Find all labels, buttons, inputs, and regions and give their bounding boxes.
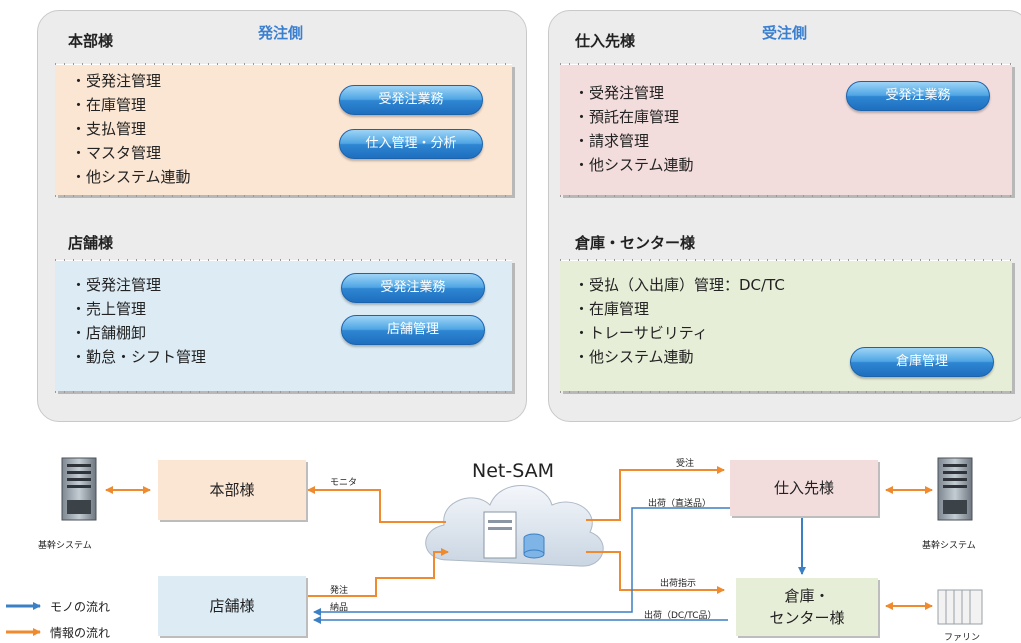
ship-direct-label: 出荷（直送品） <box>648 499 712 509</box>
store-item: ・勤怠・シフト管理 <box>71 348 207 366</box>
receive-order-label: 受注 <box>676 459 695 469</box>
warehouse-item: ・在庫管理 <box>574 300 650 318</box>
supplier-order-button[interactable]: 受発注業務 <box>846 81 990 111</box>
core-server-right-icon <box>937 457 973 521</box>
net-sam-label: Net-SAM <box>472 460 555 482</box>
warehouse-item-list: ・受払（入出庫）管理：DC/TC ・在庫管理 ・トレーサビリティ ・他システム連… <box>574 273 785 369</box>
flow-node-warehouse-label-1: 倉庫・ <box>784 587 830 605</box>
order-side-label: 発注側 <box>258 24 304 42</box>
supplier-box: ・受発注管理 ・預託在庫管理 ・請求管理 ・他システム連動 受発注業務 <box>560 63 1012 197</box>
warehouse-title: 倉庫・センター様 <box>575 234 696 252</box>
core-system-left-label: 基幹システム <box>38 541 92 551</box>
supplier-item: ・請求管理 <box>574 132 650 150</box>
hq-box: ・受発注管理 ・在庫管理 ・支払管理 ・マスタ管理 ・他システム連動 受発注業務… <box>55 63 512 197</box>
warehouse-item: ・受払（入出庫）管理：DC/TC <box>574 276 785 294</box>
store-item: ・売上管理 <box>71 300 147 318</box>
legend-goods-label: モノの流れ <box>50 600 111 614</box>
supplier-item-list: ・受発注管理 ・預託在庫管理 ・請求管理 ・他システム連動 <box>574 81 694 177</box>
store-title: 店舗様 <box>68 234 114 252</box>
net-sam-cloud-icon <box>425 485 604 567</box>
receive-order-arrow <box>586 466 725 521</box>
monitor-label: モニタ <box>330 478 358 488</box>
core-server-left-icon <box>61 457 97 521</box>
store-item-list: ・受発注管理 ・売上管理 ・店舗棚卸 ・勤怠・シフト管理 <box>71 273 206 369</box>
flow-node-hq-label: 本部様 <box>209 481 255 499</box>
partial-device-label: ファリン <box>944 633 981 643</box>
store-management-button[interactable]: 店舗管理 <box>341 315 485 345</box>
ship-direct-arrow <box>313 507 730 616</box>
hq-item: ・他システム連動 <box>71 168 191 186</box>
store-box: ・受発注管理 ・売上管理 ・店舗棚卸 ・勤怠・シフト管理 受発注業務 店舗管理 <box>55 259 512 393</box>
supplier-title: 仕入先様 <box>575 32 636 50</box>
hq-item: ・受発注管理 <box>71 72 162 90</box>
flow-node-warehouse-label-2: センター様 <box>769 609 845 627</box>
hq-item: ・支払管理 <box>71 120 147 138</box>
store-item: ・店舗棚卸 <box>71 324 147 342</box>
warehouse-box: ・受払（入出庫）管理：DC/TC ・在庫管理 ・トレーサビリティ ・他システム連… <box>560 259 1012 393</box>
hq-order-button[interactable]: 受発注業務 <box>339 85 483 115</box>
ship-dctc-label: 出荷（DC/TC品） <box>644 611 717 621</box>
hq-item: ・マスタ管理 <box>71 144 162 162</box>
flow-node-warehouse: 倉庫・ センター様 <box>736 578 878 636</box>
supplier-item: ・他システム連動 <box>574 156 694 174</box>
storage-rack-icon <box>937 589 983 625</box>
flow-node-supplier: 仕入先様 <box>730 460 878 516</box>
warehouse-item: ・トレーサビリティ <box>574 324 708 342</box>
core-system-right-label: 基幹システム <box>922 541 976 551</box>
flow-node-hq: 本部様 <box>158 460 306 520</box>
legend-info-label: 情報の流れ <box>50 626 111 640</box>
store-item: ・受発注管理 <box>71 276 162 294</box>
flow-node-supplier-label: 仕入先様 <box>773 479 834 497</box>
store-order-arrow <box>308 548 449 597</box>
hq-item-list: ・受発注管理 ・在庫管理 ・支払管理 ・マスタ管理 ・他システム連動 <box>71 69 191 189</box>
supplier-item: ・預託在庫管理 <box>574 108 680 126</box>
warehouse-management-button[interactable]: 倉庫管理 <box>850 347 994 377</box>
supplier-item: ・受発注管理 <box>574 84 665 102</box>
flow-node-store-label: 店舗様 <box>209 597 255 615</box>
monitor-arrow <box>307 486 446 523</box>
hq-purchase-analysis-button[interactable]: 仕入管理・分析 <box>339 129 483 159</box>
flow-node-store: 店舗様 <box>158 576 306 636</box>
receive-side-label: 受注側 <box>762 24 808 42</box>
hq-item: ・在庫管理 <box>71 96 147 114</box>
ship-instruction-arrow <box>586 551 725 594</box>
store-order-button[interactable]: 受発注業務 <box>341 273 485 303</box>
order-label: 発注 <box>330 586 349 596</box>
ship-instruction-label: 出荷指示 <box>660 579 697 589</box>
hq-title: 本部様 <box>68 32 114 50</box>
delivery-label: 納品 <box>330 603 349 613</box>
warehouse-item: ・他システム連動 <box>574 348 694 366</box>
